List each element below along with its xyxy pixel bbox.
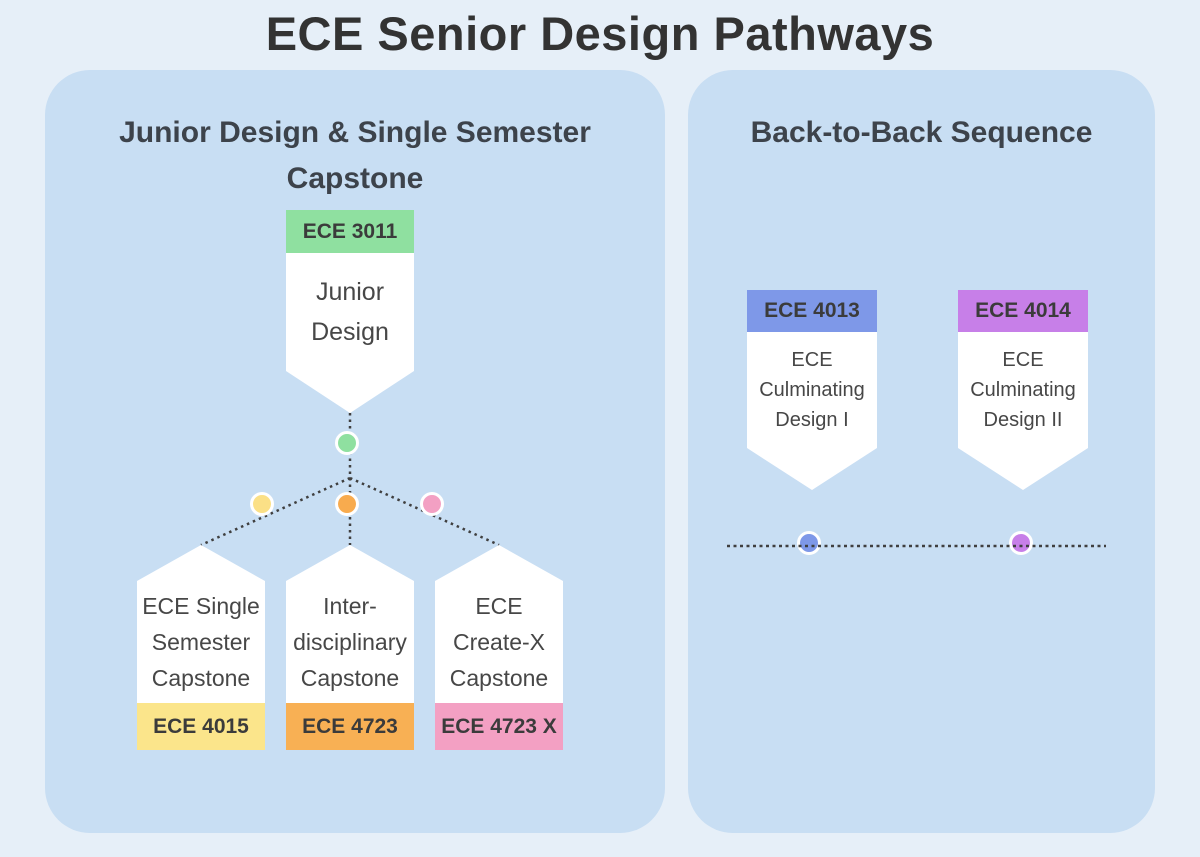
course-card-ece-4014: ECE 4014 ECE Culminating Design II bbox=[958, 290, 1088, 490]
course-code-badge: ECE 3011 bbox=[286, 210, 414, 253]
course-card-ece-3011: ECE 3011 Junior Design bbox=[286, 210, 414, 413]
blue-dot-icon bbox=[797, 531, 821, 555]
course-card-label: ECE Culminating Design II bbox=[970, 349, 1076, 431]
course-card-ece-4723x: ECE Create-X Capstone ECE 4723 X bbox=[435, 545, 563, 750]
course-code-badge: ECE 4723 X bbox=[435, 703, 563, 750]
course-code-badge: ECE 4015 bbox=[137, 703, 265, 750]
course-card-label: ECE Single Semester Capstone bbox=[142, 593, 260, 691]
course-code-badge: ECE 4013 bbox=[747, 290, 877, 332]
course-code-badge: ECE 4723 bbox=[286, 703, 414, 750]
purple-dot-icon bbox=[1009, 531, 1033, 555]
course-card-label: ECE Culminating Design I bbox=[759, 349, 865, 431]
pink-dot-icon bbox=[420, 492, 444, 516]
orange-dot-icon bbox=[335, 492, 359, 516]
course-card-ece-4015: ECE Single Semester Capstone ECE 4015 bbox=[137, 545, 265, 750]
course-card-label: Inter- disciplinary Capstone bbox=[293, 593, 407, 691]
course-code-badge: ECE 4014 bbox=[958, 290, 1088, 332]
junior-design-panel: Junior Design & Single Semester Capstone… bbox=[45, 70, 665, 833]
course-card-ece-4723: Inter- disciplinary Capstone ECE 4723 bbox=[286, 545, 414, 750]
left-panel-heading: Junior Design & Single Semester Capstone bbox=[119, 116, 591, 195]
course-card-label: ECE Create-X Capstone bbox=[449, 593, 549, 691]
right-panel-heading: Back-to-Back Sequence bbox=[750, 116, 1093, 149]
back-to-back-panel: Back-to-Back Sequence ECE 4013 ECE Culmi… bbox=[688, 70, 1155, 833]
page-title: ECE Senior Design Pathways bbox=[265, 7, 935, 60]
course-card-ece-4013: ECE 4013 ECE Culminating Design I bbox=[747, 290, 877, 490]
yellow-dot-icon bbox=[250, 492, 274, 516]
course-card-label: Junior Design bbox=[311, 278, 389, 346]
green-dot-icon bbox=[335, 431, 359, 455]
